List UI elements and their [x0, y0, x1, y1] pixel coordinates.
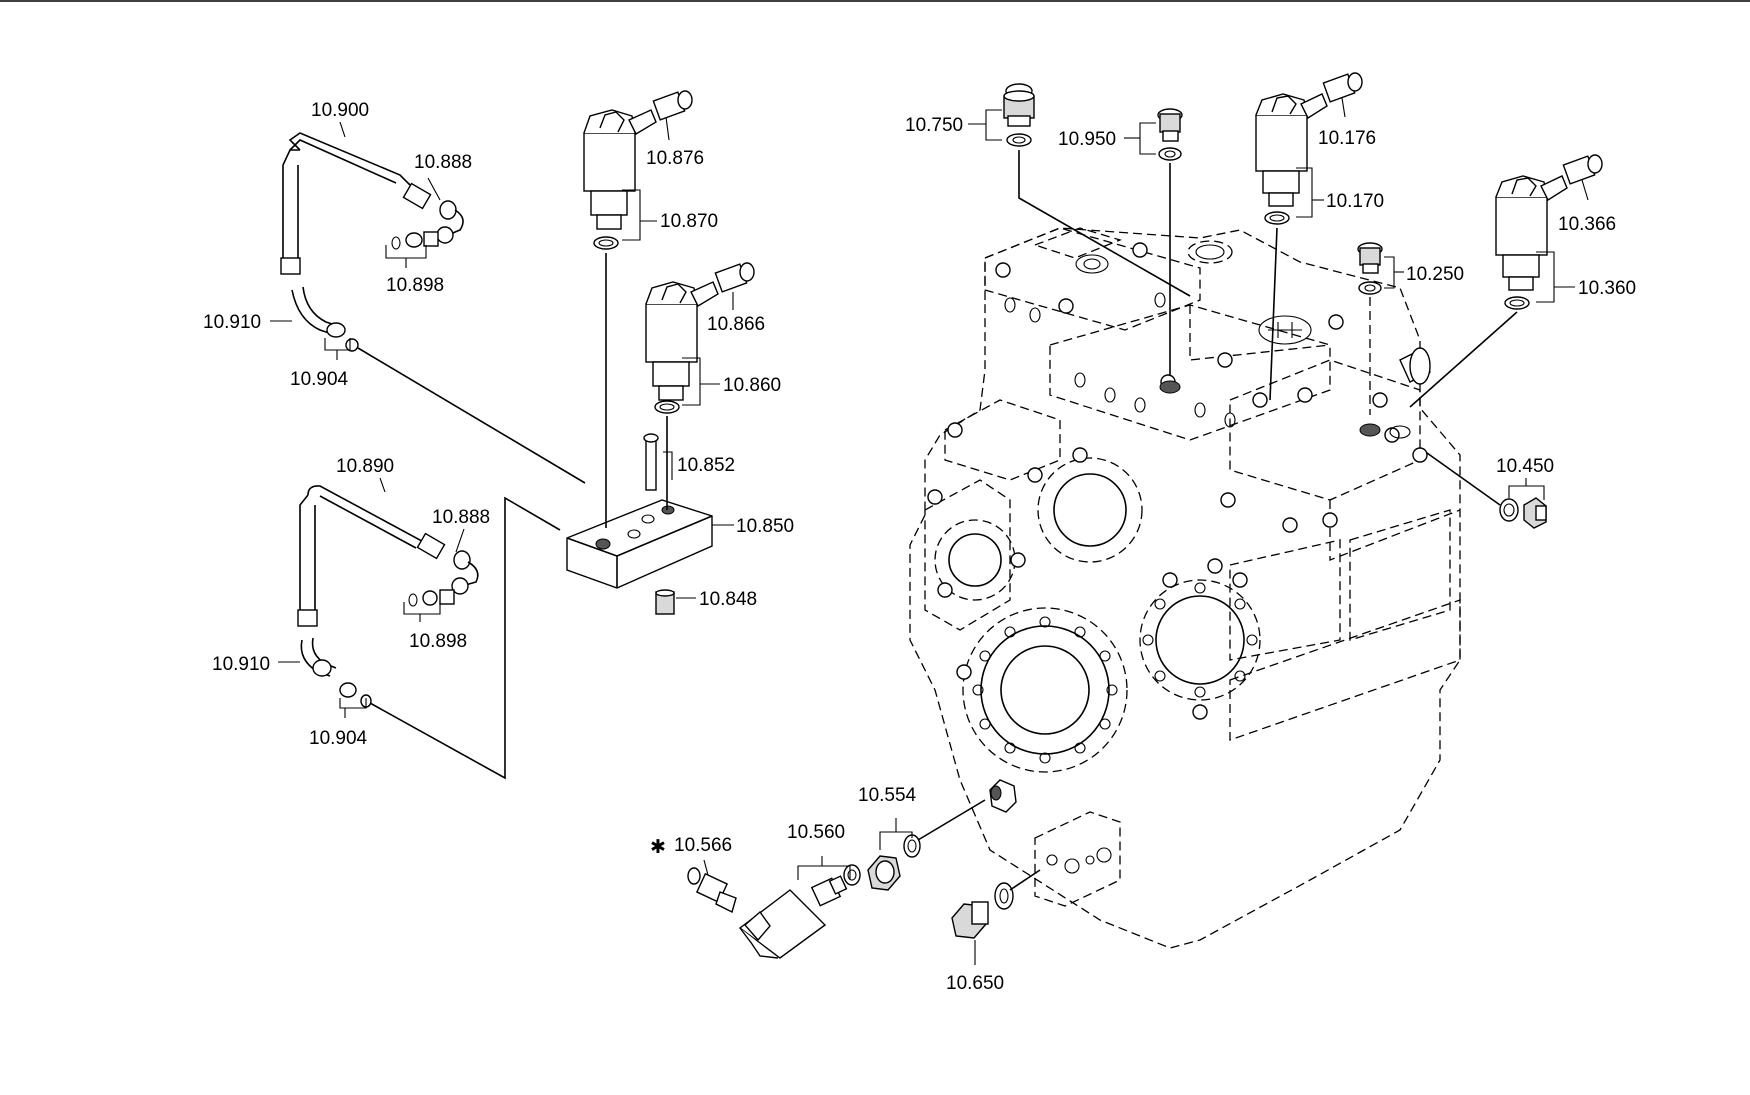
plug-10450 — [1499, 497, 1547, 529]
label-10170: 10.170 — [1326, 191, 1384, 212]
plug-10554 — [867, 834, 921, 891]
label-10910-upper: 10.910 — [203, 312, 261, 333]
label-10950: 10.950 — [1058, 129, 1116, 150]
label-10650: 10.650 — [946, 973, 1004, 994]
label-10850: 10.850 — [736, 516, 794, 537]
plug-10750 — [1003, 83, 1035, 147]
label-10366: 10.366 — [1558, 214, 1616, 235]
hose-assembly-upper — [280, 132, 464, 352]
label-10910-lower: 10.910 — [212, 654, 270, 675]
label-10876: 10.876 — [646, 148, 704, 169]
label-10904-lower: 10.904 — [309, 728, 368, 749]
label-10900: 10.900 — [311, 100, 369, 121]
label-10888-upper: 10.888 — [414, 152, 472, 173]
label-10898-lower: 10.898 — [409, 631, 467, 652]
label-10860: 10.860 — [723, 375, 781, 396]
label-10560: 10.560 — [787, 822, 845, 843]
label-10870: 10.870 — [660, 211, 718, 232]
plug-10250 — [1357, 242, 1383, 295]
hose-assembly-lower — [297, 485, 479, 708]
asterisk-marker: ✱ — [650, 837, 666, 858]
label-10848: 10.848 — [699, 589, 757, 610]
gearbox-housing — [909, 227, 1461, 949]
label-10750: 10.750 — [905, 115, 963, 136]
solenoid-valve-10860 — [645, 262, 755, 414]
label-10898-upper: 10.898 — [386, 275, 444, 296]
label-10852: 10.852 — [677, 455, 735, 476]
label-10888-lower: 10.888 — [432, 507, 490, 528]
sensor-10566 — [687, 867, 737, 914]
drain-plug-10650 — [951, 882, 1014, 939]
leader-line-upper — [357, 347, 586, 484]
label-10554: 10.554 — [858, 785, 917, 806]
label-10176: 10.176 — [1318, 128, 1376, 149]
label-10904-upper: 10.904 — [290, 369, 349, 390]
label-10890: 10.890 — [336, 456, 394, 477]
label-10866: 10.866 — [707, 314, 765, 335]
plug-10950 — [1157, 108, 1183, 161]
solenoid-valve-10360 — [1495, 154, 1603, 310]
label-10360: 10.360 — [1578, 278, 1636, 299]
solenoid-valve-10870 — [583, 90, 693, 250]
solenoid-valve-10560 — [738, 864, 861, 959]
label-10450: 10.450 — [1496, 456, 1554, 477]
label-10566: 10.566 — [674, 835, 732, 856]
seal-disc — [989, 779, 1017, 813]
valve-block — [566, 433, 713, 615]
leader-line-lower — [369, 496, 561, 780]
label-10250: 10.250 — [1406, 264, 1464, 285]
solenoid-valve-10170 — [1255, 72, 1363, 225]
